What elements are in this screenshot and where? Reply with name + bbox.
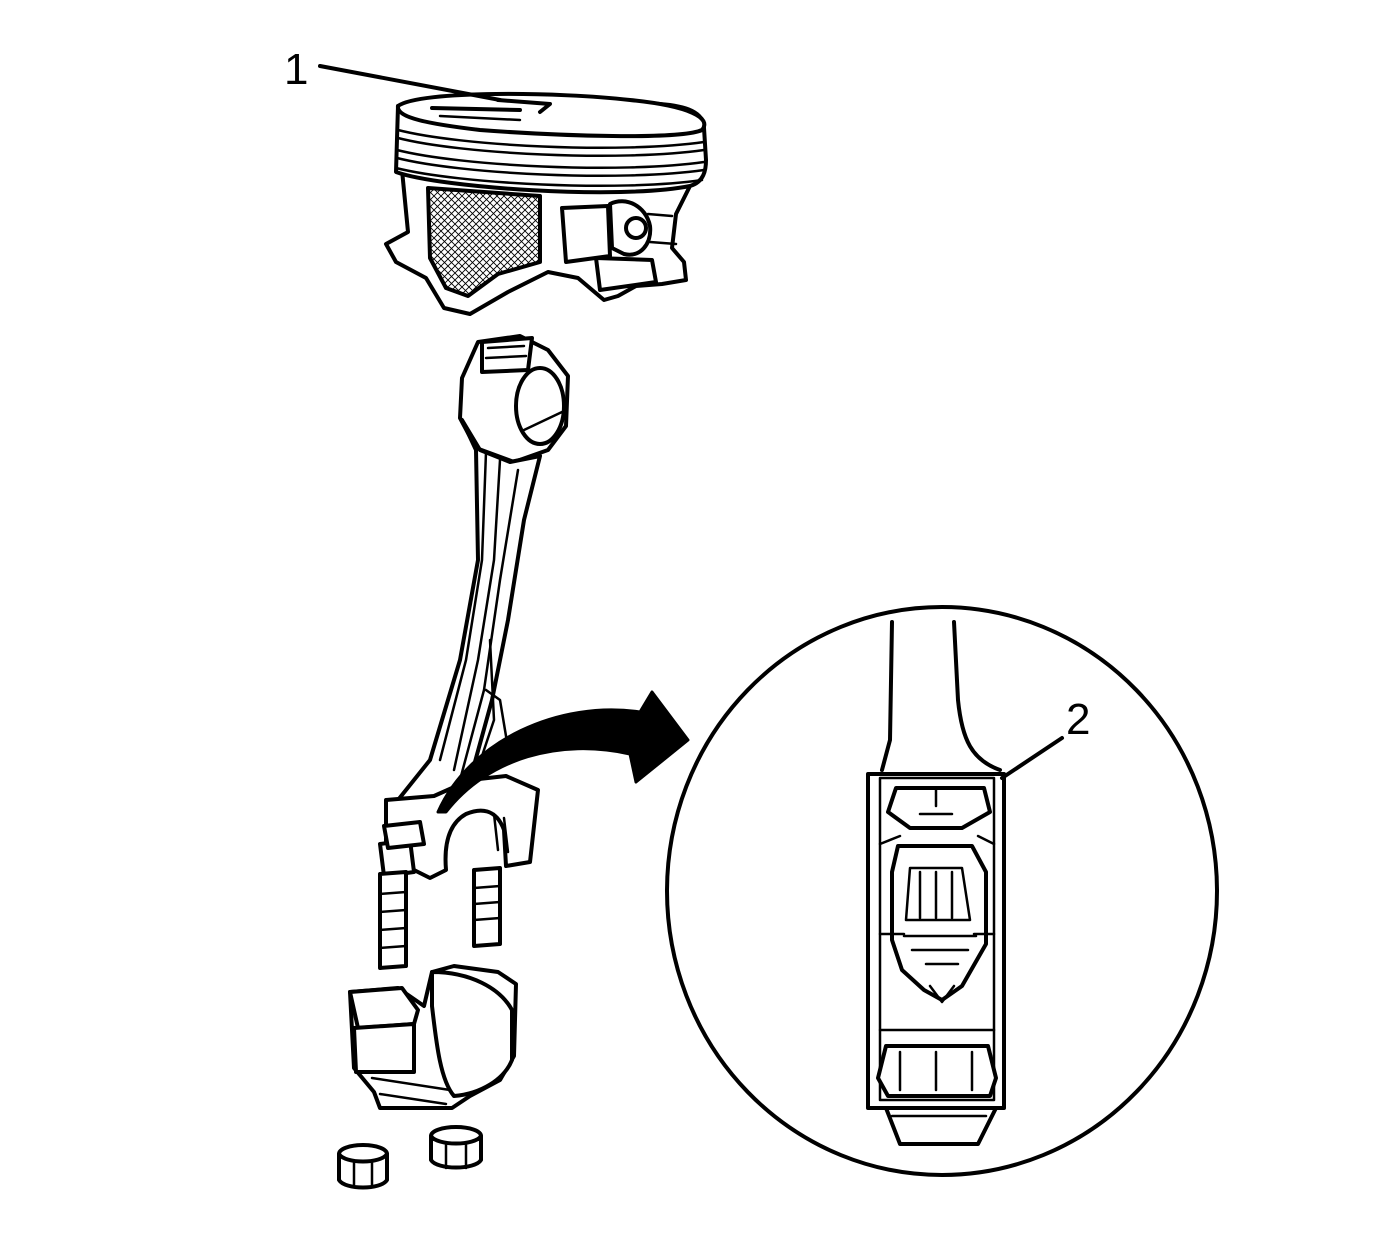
detail-arrow: [436, 690, 690, 814]
rod-nut-left: [337, 1143, 389, 1190]
rod-cap: [348, 964, 518, 1110]
piston: [384, 91, 708, 316]
callout-2: 2: [1000, 695, 1090, 780]
rod-nut-right: [429, 1125, 483, 1170]
rod-bolt-left: [378, 870, 408, 970]
callout-1: 1: [284, 45, 502, 102]
callout-1-label: 1: [284, 45, 308, 94]
rod-bolt-right: [472, 866, 502, 948]
connecting-rod: [378, 334, 570, 970]
detail-view: [665, 605, 1219, 1177]
callout-2-label: 2: [1066, 695, 1090, 744]
